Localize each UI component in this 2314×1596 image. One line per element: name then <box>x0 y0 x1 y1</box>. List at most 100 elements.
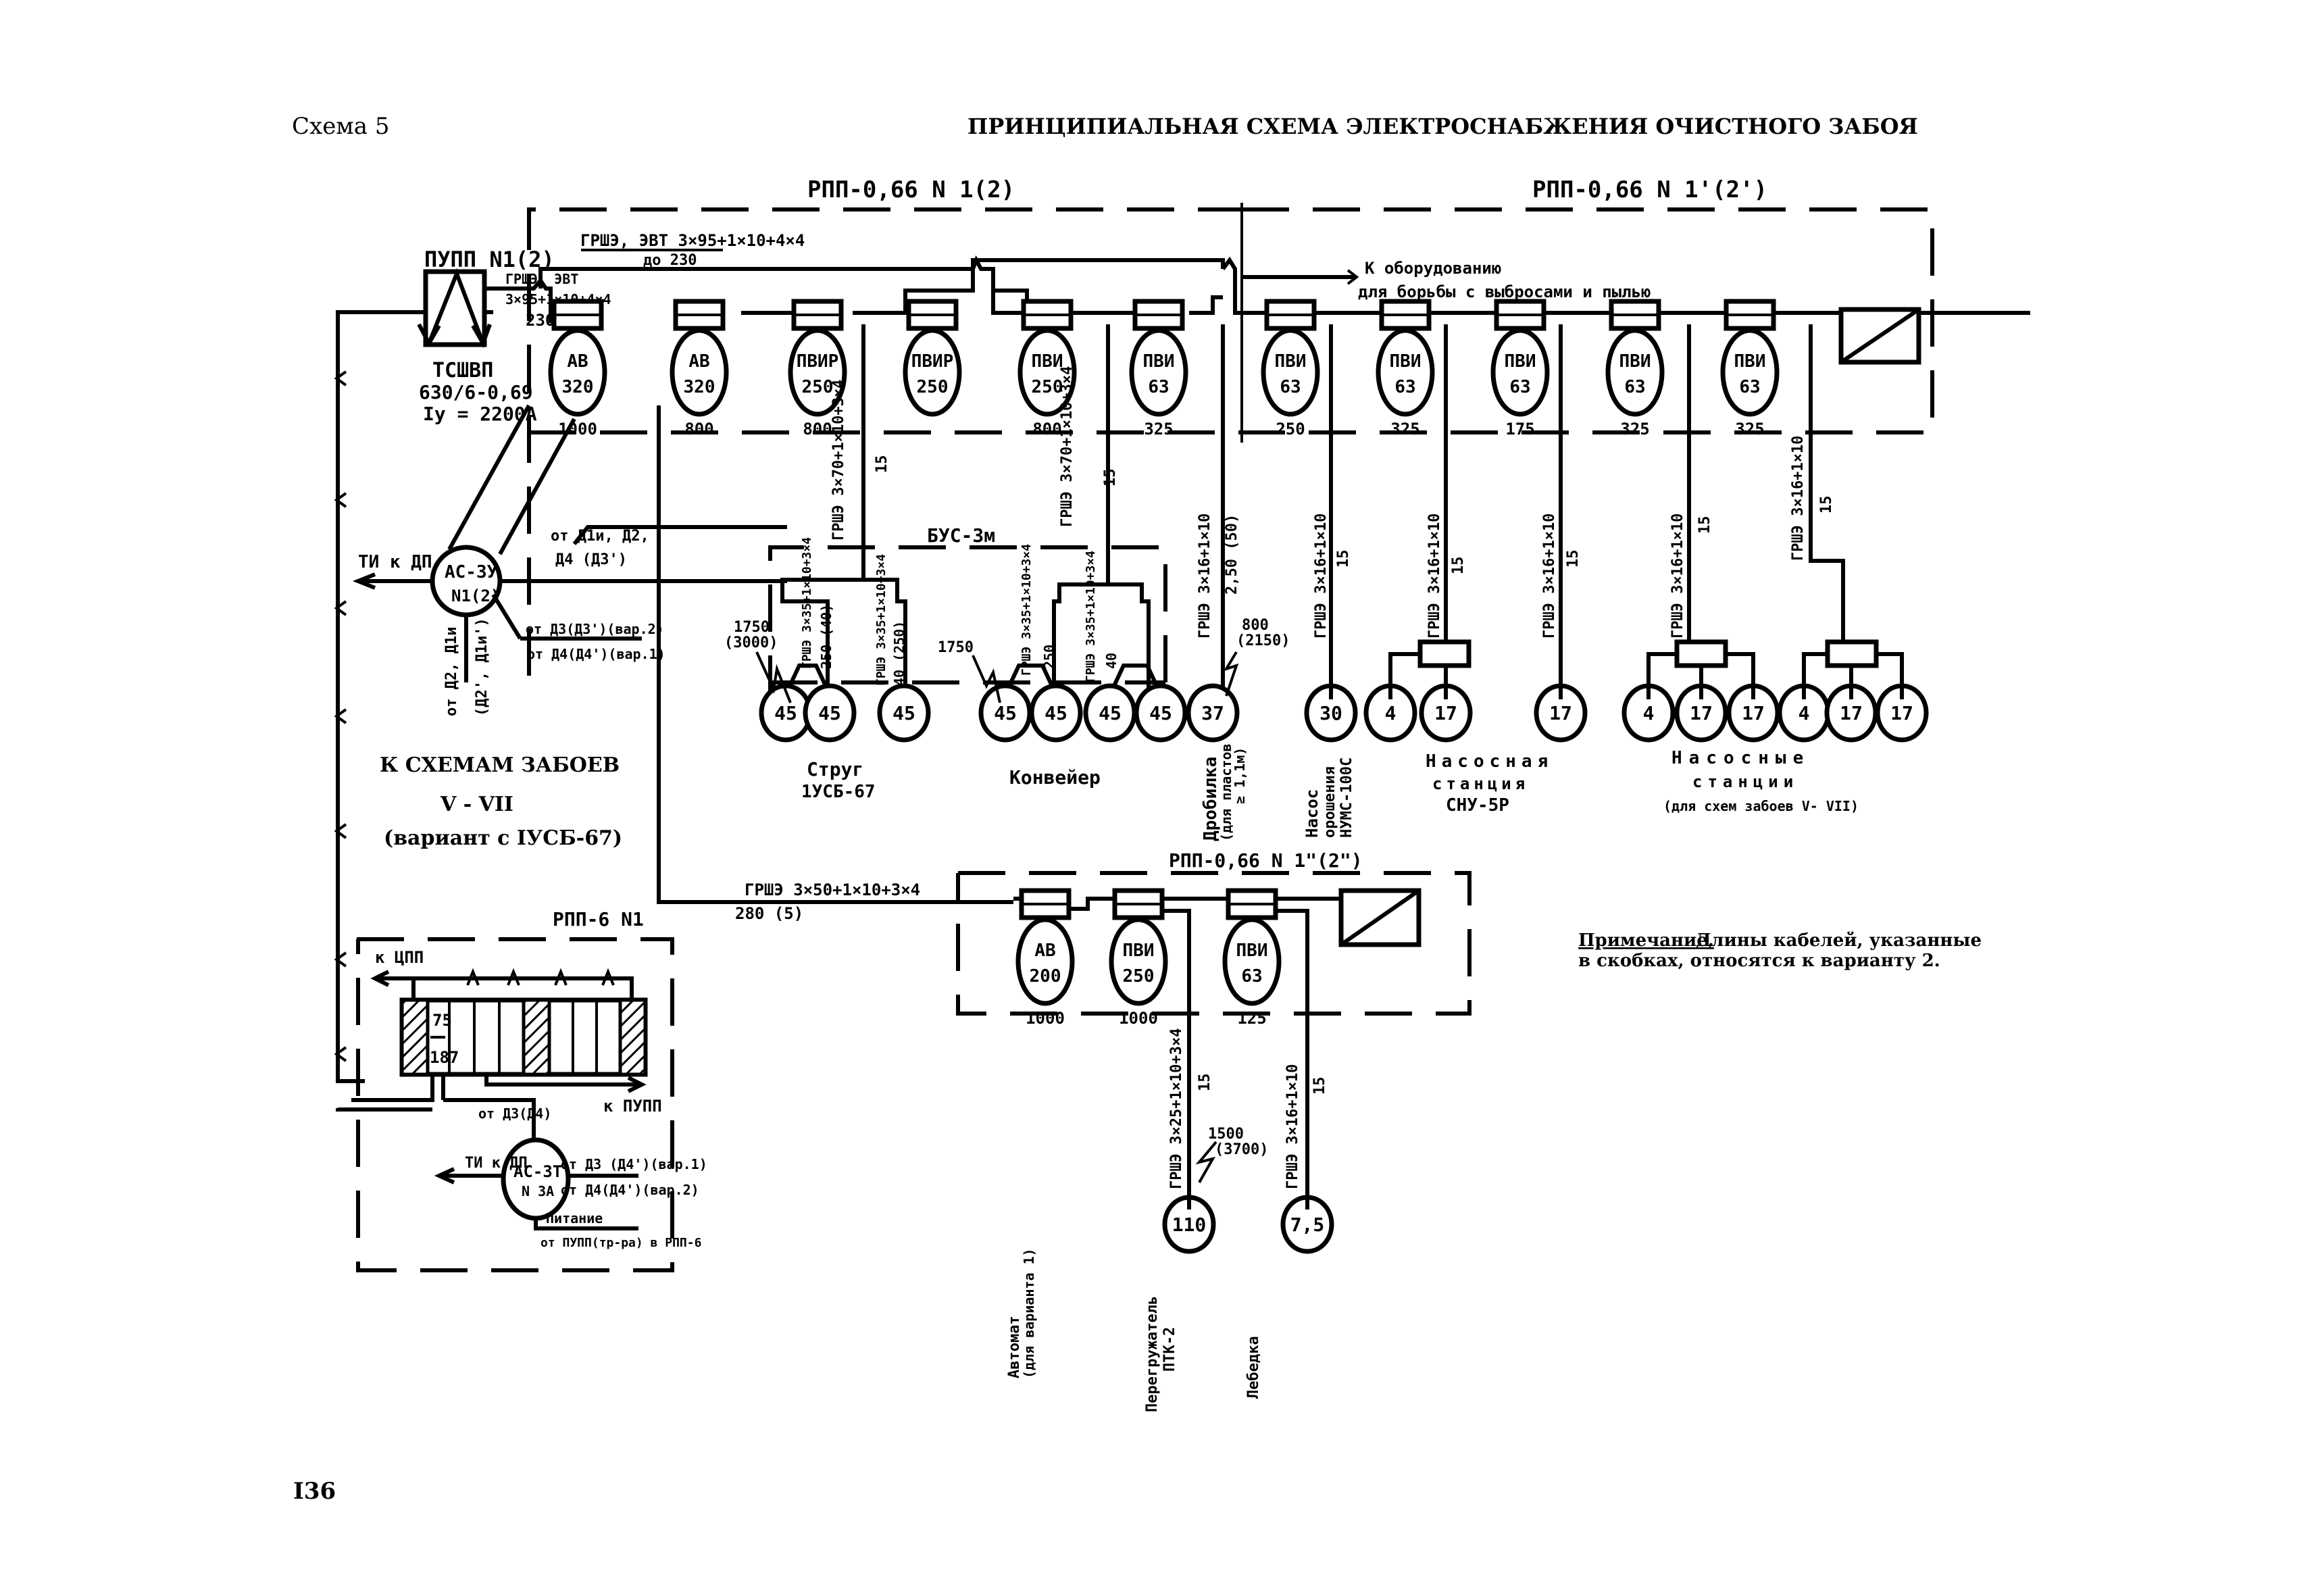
tick-mark <box>334 823 347 839</box>
motor-conv-1: 45 <box>978 683 1032 743</box>
rpp-main-unit-name: ПВИ <box>1143 351 1175 372</box>
rpp-third-unit-setting: 1000 <box>1119 1009 1158 1028</box>
motor-winch-power: 7,5 <box>1290 1214 1325 1236</box>
rpp6-switchgear <box>351 970 648 1142</box>
tick-mark <box>554 968 568 986</box>
rpp-main-unit-name: ПВИР <box>797 351 839 372</box>
rpp6-from-d: от Д3(Д4) <box>478 1105 551 1122</box>
rpp-main-unit-rating: 250 <box>917 377 949 397</box>
rpp-main-label: РПП-0,66 N 1(2) <box>807 176 1015 203</box>
ac3u-from-top-2: Д4 (Д3') <box>555 551 627 568</box>
rpp-second-label: РПП-0,66 N 1'(2') <box>1532 176 1767 203</box>
cable-label-3: 15 <box>1102 469 1119 487</box>
cable-label-6: ГРШЭ 3×35+1×10+3×4 <box>874 554 888 686</box>
rpp-second-unit-rating: 63 <box>1394 377 1415 397</box>
motor-conv-1-power: 45 <box>994 702 1017 724</box>
motor-strug-3-power: 45 <box>892 702 915 724</box>
cable-label-15: 15 <box>1335 550 1352 568</box>
rpp-main-unit-setting: 800 <box>684 420 713 439</box>
rpp-second-unit-setting: 325 <box>1390 420 1419 439</box>
sc-crusher-arrow <box>1223 651 1239 697</box>
motor-icon <box>1134 683 1188 743</box>
motor-strug-1: 45 <box>759 683 813 743</box>
rpp-third-feed-cable: ГРШЭ 3×50+1×10+3×4 <box>745 880 920 899</box>
motor-link <box>787 664 828 689</box>
motor-strug-1-power: 45 <box>774 702 797 724</box>
note-text-2: в скобках, относятся к варианту 2. <box>1578 951 1940 971</box>
device-circle-icon <box>1720 328 1780 417</box>
page-title: ПРИНЦИПИАЛЬНАЯ СХЕМА ЭЛЕКТРОСНАБЖЕНИЯ ОЧ… <box>967 114 1918 139</box>
device-circle-icon <box>548 328 607 417</box>
rpp-second-unit-rating: 63 <box>1624 377 1645 397</box>
motor-crusher: 37 <box>1186 683 1240 743</box>
sc-ptk-arrow <box>1195 1141 1217 1183</box>
rpp-main-unit-setting: 325 <box>1144 420 1173 439</box>
motor-ps1-2-power: 17 <box>1690 702 1713 724</box>
rpp-third-unit-name: ПВИ <box>1123 941 1155 961</box>
device-circle-icon <box>1376 328 1435 417</box>
transformer-type: ТСШВП <box>432 359 493 382</box>
cable-tick-marks <box>334 370 615 1062</box>
cable-label-21: 15 <box>1696 516 1713 534</box>
cable-label-27: 15 <box>1311 1077 1328 1095</box>
motor-ps1-2: 17 <box>1674 683 1728 743</box>
ac3t-power-source: от ПУПП(тр-ра) в РПП-6 <box>540 1236 701 1250</box>
rpp-main-unit-rating: 250 <box>1032 377 1063 397</box>
rpp-second-unit-setting: 325 <box>1620 420 1649 439</box>
scheme-label: Схема 5 <box>292 113 389 140</box>
rpp-third-label: РПП-0,66 N 1"(2") <box>1169 849 1363 872</box>
motor-snu-2: 17 <box>1419 683 1473 743</box>
left-cable-line <box>336 310 432 1112</box>
rpp-third-frame <box>956 871 1472 1016</box>
transformer-rating: 630/6-0,69 <box>419 381 533 403</box>
motor-icon <box>877 683 931 743</box>
cable-label-2: ГРШЭ 3×70+1×10+3×4 <box>1059 366 1076 527</box>
ac3t-node <box>434 1137 638 1230</box>
rpp-second-unit-name: ПВИ <box>1275 351 1307 372</box>
consumer-conveyor: Конвейер <box>1009 766 1101 789</box>
motor-strug-2: 45 <box>803 683 857 743</box>
consumer-ptk-1: Перегружатель <box>1144 1296 1161 1412</box>
rpp-second-unit-rating: 63 <box>1280 377 1301 397</box>
consumer-ps-3: (для схем забоев V- VII) <box>1663 798 1859 814</box>
motor-icon <box>803 683 857 743</box>
device-circle-icon <box>1605 328 1665 417</box>
rpp-second-unit-setting: 250 <box>1276 420 1305 439</box>
consumer-pump-2: орошения <box>1322 766 1338 838</box>
tick-mark <box>334 708 347 724</box>
ac3u-label-1: АС-3У <box>445 562 498 582</box>
bus-frame <box>768 545 1167 703</box>
motor-ps2-1-power: 4 <box>1799 702 1810 724</box>
motor-ps1-1-power: 4 <box>1643 702 1655 724</box>
rpp-second-frame <box>1240 203 1934 443</box>
rpp-third-unit-rating: 250 <box>1123 966 1155 987</box>
cable-label-0: ГРШЭ 3×70+1×10+3×4 <box>830 380 847 541</box>
rpp-main-unit-rating: 250 <box>802 377 834 397</box>
faces-line-3: (вариант с IУСБ-67) <box>384 826 622 850</box>
cable-label-10: ГРШЭ 3×35+1×10+3×4 <box>1084 551 1098 682</box>
rpp6-cell-bottom: 187 <box>430 1048 459 1067</box>
sc-strug-arrow <box>755 651 792 703</box>
dust-equipment-label-1: К оборудованию <box>1365 259 1501 278</box>
sc-conv-arrow <box>972 655 1001 703</box>
sc-ptk-1: 1500 <box>1208 1126 1244 1143</box>
rpp-main-unit-name: АВ <box>688 351 709 372</box>
rpp-third-unit-1: ПВИ 250 1000 <box>1109 888 1168 1028</box>
tick-mark <box>334 492 347 508</box>
device-circle-icon <box>788 328 847 417</box>
sc-strug-2: (3000) <box>724 634 778 651</box>
pump-branch-lines <box>1329 324 1904 699</box>
consumer-auto-2: (для варианта 1) <box>1021 1248 1037 1378</box>
note-text-1: Длины кабелей, указанные <box>1696 930 1982 951</box>
motor-snu-1-power: 4 <box>1385 702 1397 724</box>
rpp-third-unit-setting: 125 <box>1237 1009 1266 1028</box>
consumer-strug-1: Струг <box>807 758 863 780</box>
ac3u-label-2: N1(2) <box>451 587 500 605</box>
rpp-second-unit-setting: 175 <box>1505 420 1534 439</box>
reactor-third-icon <box>1338 888 1422 947</box>
